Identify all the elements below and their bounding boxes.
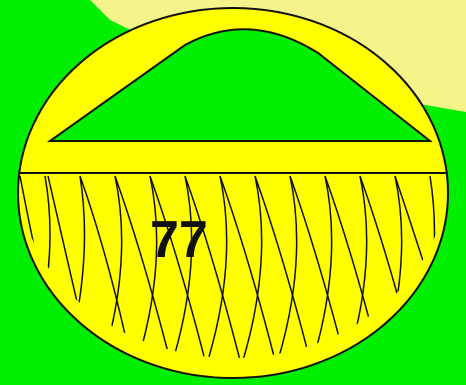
badge-number: 77 [150, 210, 230, 270]
